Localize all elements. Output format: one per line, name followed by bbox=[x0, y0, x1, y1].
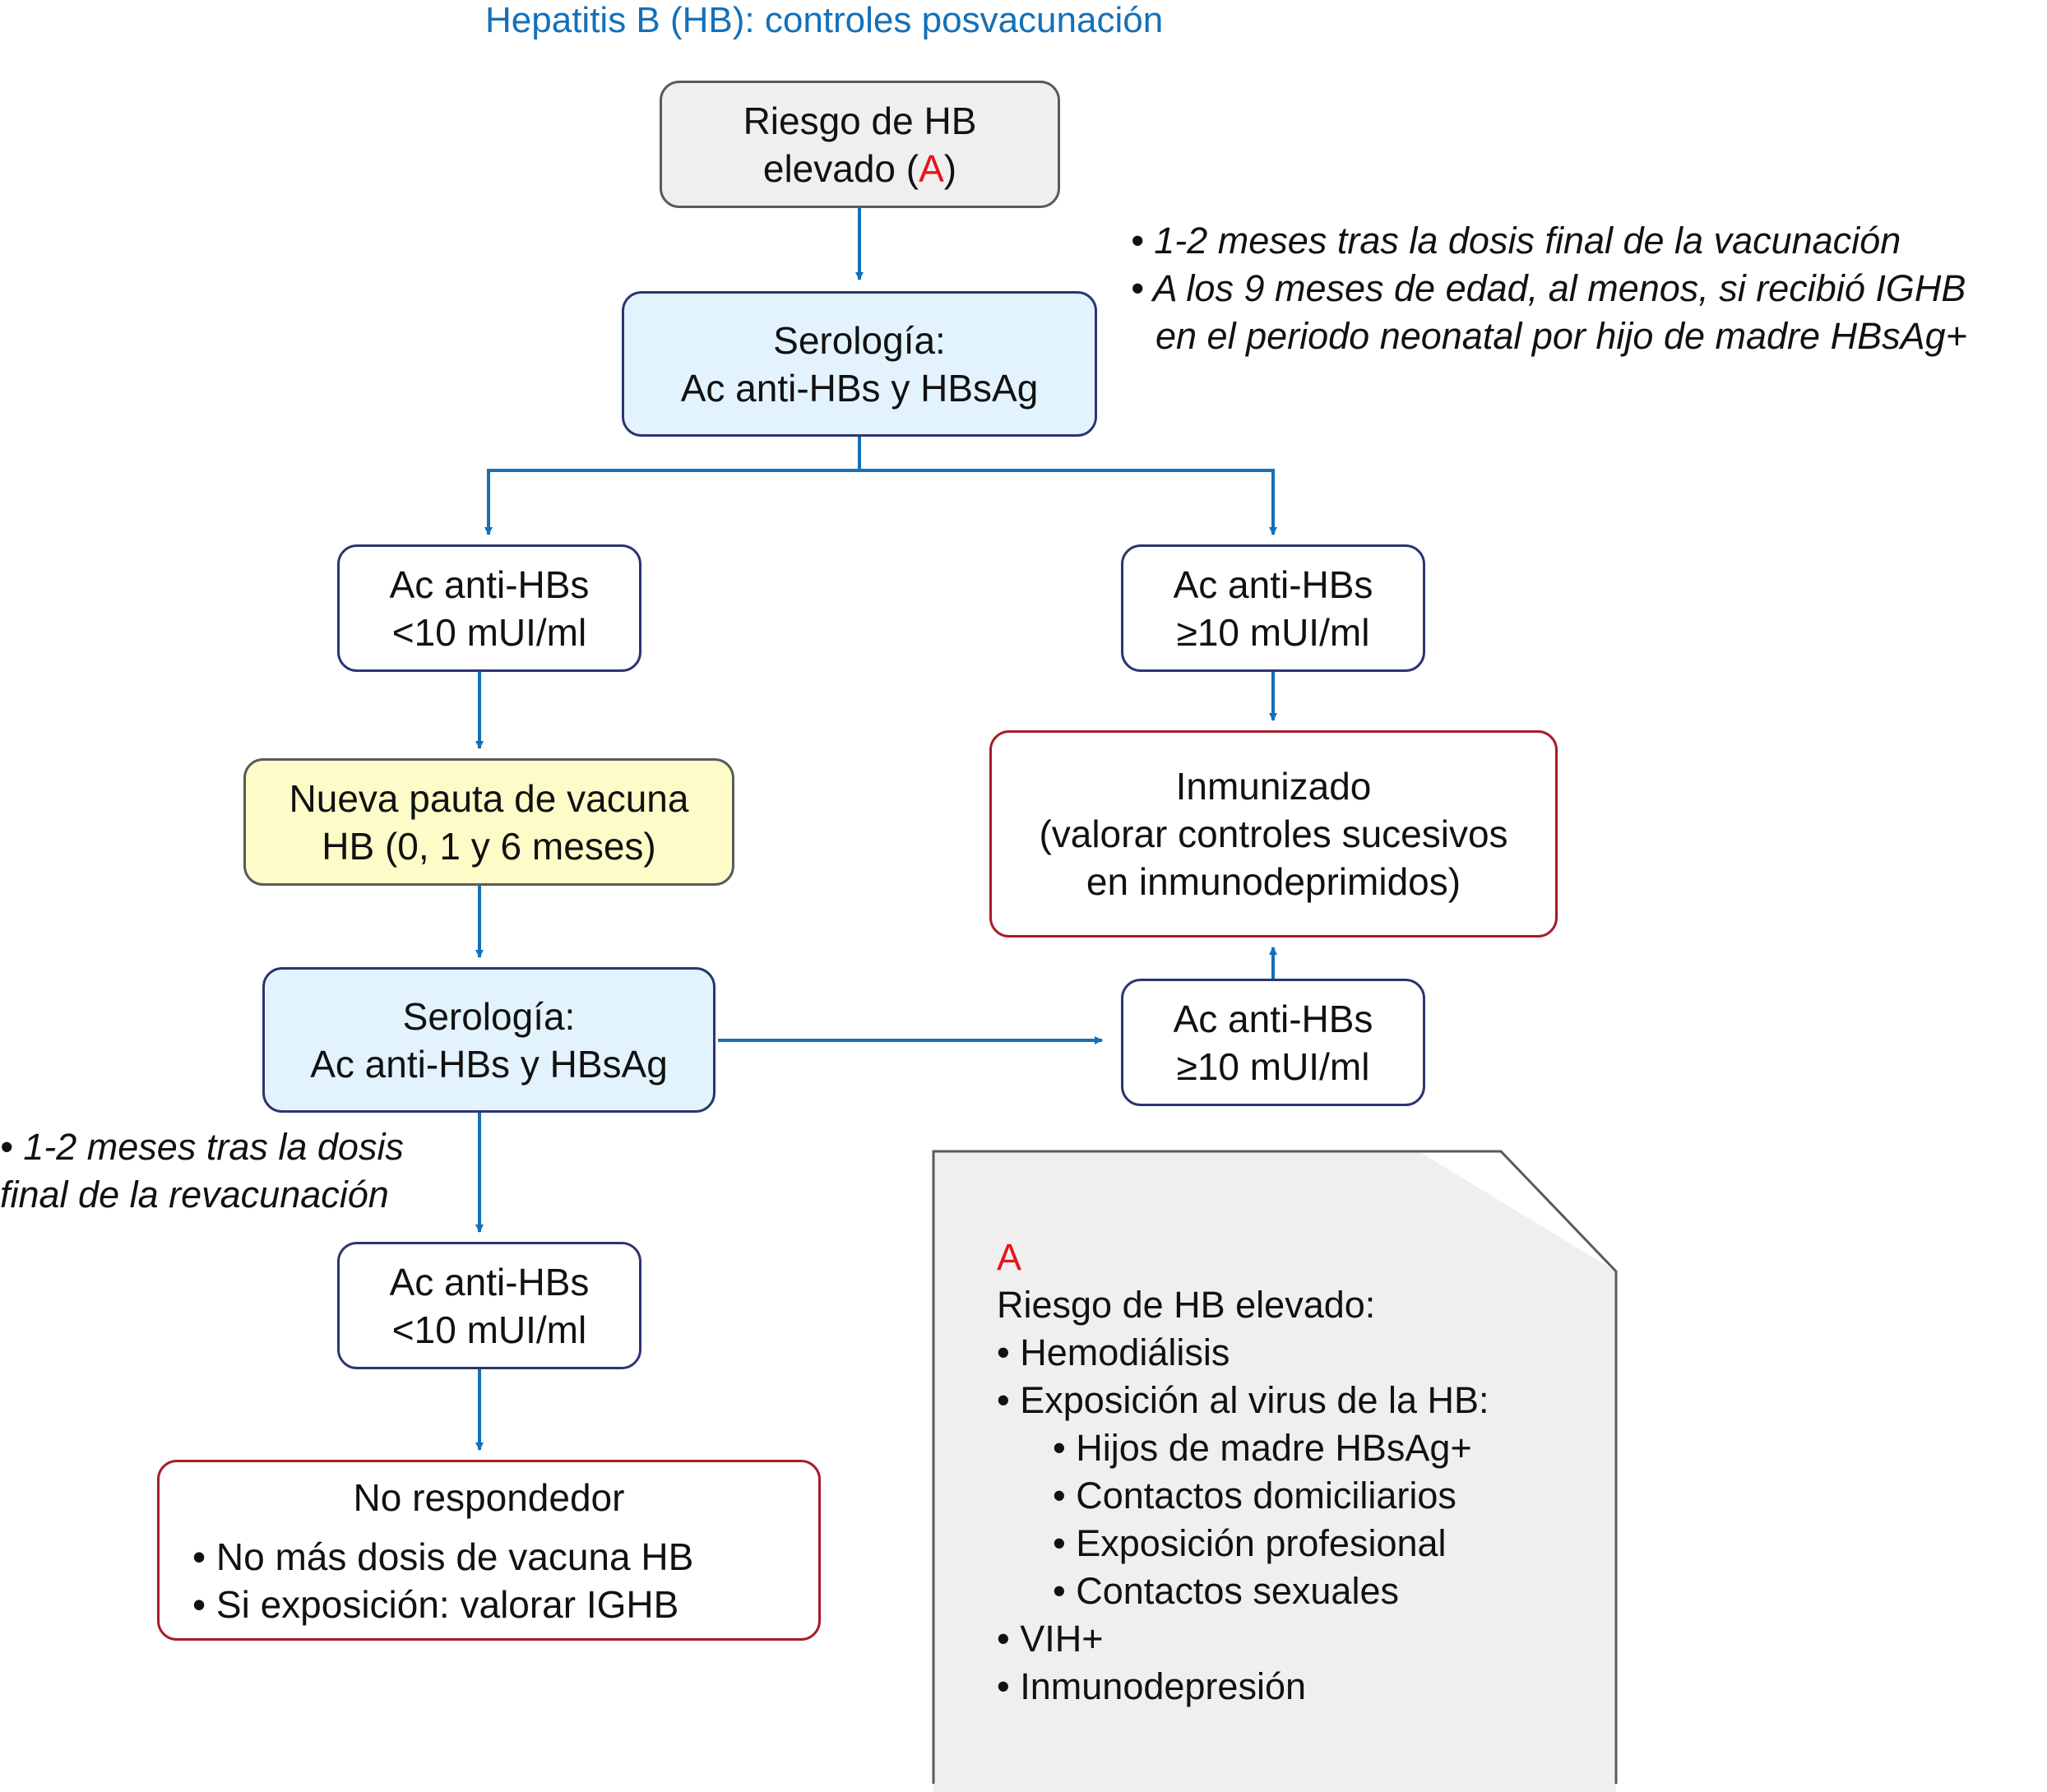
serology-1-line1: Serología: bbox=[773, 318, 946, 362]
timing-note-2-line1: • 1-2 meses tras la dosis bbox=[0, 1126, 404, 1168]
legend-item-4: • Inmunodepresión bbox=[997, 1665, 1306, 1707]
immunized-line2: (valorar controles sucesivos bbox=[1039, 813, 1508, 855]
low-1-line1: Ac anti-HBs bbox=[389, 563, 590, 606]
high-1-line1: Ac anti-HBs bbox=[1173, 563, 1373, 606]
immunized-line1: Inmunizado bbox=[1175, 765, 1372, 808]
legend-item-3: • VIH+ bbox=[997, 1618, 1104, 1660]
low-antibody-node-2: Ac anti-HBs <10 mUI/ml bbox=[337, 1242, 641, 1369]
high-1-line2: ≥10 mUI/ml bbox=[1176, 610, 1370, 654]
serology-node-2: Serología: Ac anti-HBs y HBsAg bbox=[262, 967, 716, 1113]
immunized-line3: en inmunodeprimidos) bbox=[1086, 860, 1461, 903]
risk-line2: elevado (A) bbox=[762, 146, 957, 190]
risk-legend-text: A Riesgo de HB elevado: • Hemodiálisis •… bbox=[997, 1234, 1489, 1711]
serology-node-1: Serología: Ac anti-HBs y HBsAg bbox=[622, 291, 1097, 437]
legend-subitem-4: • Contactos sexuales bbox=[1053, 1570, 1399, 1612]
low-2-line2: <10 mUI/ml bbox=[391, 1308, 587, 1351]
serology-2-line1: Serología: bbox=[402, 994, 576, 1038]
timing-note-2: • 1-2 meses tras la dosis final de la re… bbox=[0, 1123, 404, 1219]
high-2-line2: ≥10 mUI/ml bbox=[1176, 1044, 1370, 1088]
new-schedule-line1: Nueva pauta de vacuna bbox=[289, 776, 689, 820]
new-schedule-node: Nueva pauta de vacuna HB (0, 1 y 6 meses… bbox=[243, 758, 734, 886]
legend-item-2: • Exposición al virus de la HB: bbox=[997, 1379, 1489, 1421]
timing-note-2-line2: final de la revacunación bbox=[0, 1174, 389, 1216]
immunized-node: Inmunizado (valorar controles sucesivos … bbox=[989, 730, 1558, 938]
low-antibody-node-1: Ac anti-HBs <10 mUI/ml bbox=[337, 544, 641, 672]
page-title: Hepatitis B (HB): controles posvacunació… bbox=[485, 0, 1164, 40]
high-antibody-node-1: Ac anti-HBs ≥10 mUI/ml bbox=[1121, 544, 1425, 672]
low-2-line1: Ac anti-HBs bbox=[389, 1260, 590, 1303]
timing-note-1: • 1-2 meses tras la dosis final de la va… bbox=[1131, 217, 1967, 360]
non-responder-list: • No más dosis de vacuna HB • Si exposic… bbox=[168, 1533, 693, 1628]
new-schedule-line2: HB (0, 1 y 6 meses) bbox=[322, 824, 656, 868]
legend-item-1: • Hemodiálisis bbox=[997, 1331, 1230, 1373]
legend-marker: A bbox=[997, 1236, 1022, 1278]
serology-2-line2: Ac anti-HBs y HBsAg bbox=[310, 1042, 668, 1086]
non-responder-title: No respondedor bbox=[353, 1476, 625, 1519]
legend-subitem-2: • Contactos domiciliarios bbox=[1053, 1475, 1457, 1516]
risk-marker: A bbox=[919, 146, 944, 190]
risk-node: Riesgo de HB elevado (A) bbox=[660, 81, 1060, 208]
timing-note-1-line3: en el periodo neonatal por hijo de madre… bbox=[1155, 315, 1967, 357]
serology-1-line2: Ac anti-HBs y HBsAg bbox=[680, 366, 1039, 410]
non-responder-item-1: • No más dosis de vacuna HB bbox=[192, 1535, 694, 1578]
legend-subitem-1: • Hijos de madre HBsAg+ bbox=[1053, 1427, 1472, 1469]
risk-line1: Riesgo de HB bbox=[743, 99, 977, 142]
timing-note-1-line1: • 1-2 meses tras la dosis final de la va… bbox=[1131, 220, 1901, 262]
high-2-line1: Ac anti-HBs bbox=[1173, 997, 1373, 1040]
risk-legend-panel bbox=[933, 1151, 1616, 1792]
timing-note-1-line2: • A los 9 meses de edad, al menos, si re… bbox=[1131, 267, 1966, 309]
low-1-line2: <10 mUI/ml bbox=[391, 610, 587, 654]
legend-subitem-3: • Exposición profesional bbox=[1053, 1522, 1447, 1564]
non-responder-node: No respondedor • No más dosis de vacuna … bbox=[157, 1460, 821, 1641]
legend-heading: Riesgo de HB elevado: bbox=[997, 1284, 1376, 1326]
high-antibody-node-2: Ac anti-HBs ≥10 mUI/ml bbox=[1121, 979, 1425, 1106]
non-responder-item-2: • Si exposición: valorar IGHB bbox=[192, 1583, 679, 1626]
